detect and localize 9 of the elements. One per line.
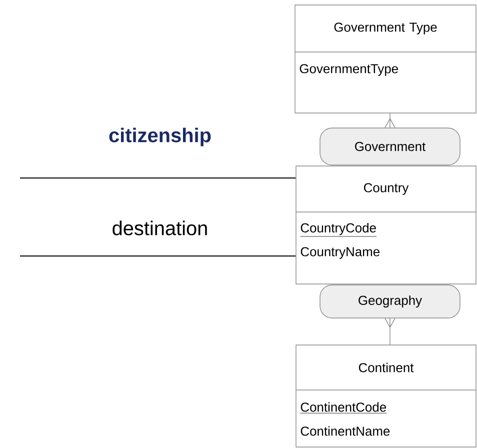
entity-box: Government Type GovernmentType xyxy=(294,4,476,114)
edge-label: citizenship xyxy=(109,128,211,146)
edge-label: destination xyxy=(112,220,207,236)
entity-box: Country CountryCode CountryName xyxy=(296,166,476,284)
relationship-pill: Geography xyxy=(320,284,460,318)
connector xyxy=(384,318,396,345)
connector xyxy=(384,113,396,128)
entity-box: Continent ContinentCode ContinentName xyxy=(296,344,476,448)
relationship-pill: Government xyxy=(320,128,460,166)
